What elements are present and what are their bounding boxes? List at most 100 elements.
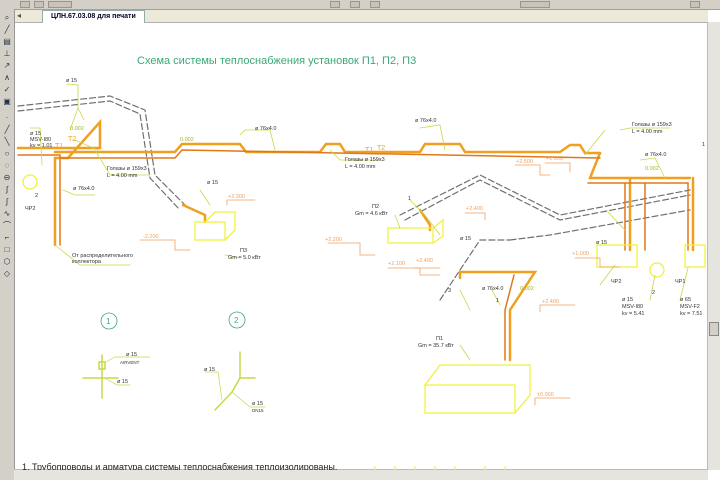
toolbar-button[interactable] <box>350 1 360 8</box>
label: Голазы ø 159x3 <box>107 166 147 172</box>
equipment <box>22 174 706 414</box>
main-toolbar <box>0 0 720 10</box>
label: Голазы ø 159x3 <box>345 157 385 163</box>
label: L = 4.00 mm <box>345 164 376 170</box>
label: kv = 1.01 <box>30 143 52 149</box>
label: T2 <box>68 136 76 143</box>
zoom-tool-icon[interactable]: ⌕ <box>4 13 10 22</box>
label: ø 76x4.0 <box>73 186 94 192</box>
label: +2.600 <box>546 156 563 162</box>
label: MSV-I80 <box>30 137 51 143</box>
curve-tool-icon[interactable]: ∫ <box>5 197 9 206</box>
tab-scroll-left-icon[interactable]: ◂ <box>17 11 22 20</box>
label: ø 76x4.0 <box>482 286 503 292</box>
label: +1.000 <box>572 251 589 257</box>
label: 1 <box>408 196 411 202</box>
toolbar-button[interactable] <box>330 1 340 8</box>
label: ø 15 <box>596 240 607 246</box>
label: kv = 5.41 <box>622 311 644 317</box>
toolbar-button[interactable] <box>34 1 44 8</box>
label: DN15 <box>252 408 264 413</box>
scroll-thumb[interactable] <box>709 322 719 336</box>
label: L = 4.00 mm <box>107 173 138 179</box>
dimension-tool-icon[interactable]: ⊥ <box>3 49 11 58</box>
label: 0.002 <box>645 166 659 172</box>
label: коллектора <box>72 259 102 265</box>
toolbar-combo[interactable] <box>520 1 550 8</box>
label: L = 4.00 mm <box>632 129 663 135</box>
segment-tool-icon[interactable]: ╱ <box>4 125 10 134</box>
wave-tool-icon[interactable]: ∿ <box>3 209 11 218</box>
polygon-tool-icon[interactable]: ⬡ <box>3 257 11 266</box>
tab-document[interactable]: ЦЛН.67.03.08 для печати <box>42 10 145 23</box>
detail-markers <box>100 311 246 330</box>
label: 0.002 <box>520 286 534 292</box>
label: 2 <box>652 290 655 296</box>
label: +2.200 <box>325 237 342 243</box>
label: ЧР2 <box>25 206 35 212</box>
ellipse-tool-icon[interactable]: ⊖ <box>3 173 11 182</box>
toolbar-button[interactable] <box>370 1 380 8</box>
label: ø 65 <box>680 297 691 303</box>
label: AIRVENT <box>120 360 140 365</box>
label: MSV-F2 <box>680 304 700 310</box>
line-tool-icon[interactable]: ╱ <box>4 25 10 34</box>
circle-tool-icon[interactable]: ○ <box>4 149 10 158</box>
point-tool-icon[interactable]: · <box>5 113 9 122</box>
label: ø 15 <box>30 131 41 137</box>
label: От распределительного <box>72 253 133 259</box>
return-pipe <box>17 149 689 361</box>
general-note: 1. Трубопроводы и арматура системы тепло… <box>22 462 337 470</box>
label: +2.400 <box>416 258 433 264</box>
drawing-toolbar: ⌕ ╱ ▤ ⊥ ↗ ∧ ✓ ▣ · ╱ ╲ ○ ◌ ⊖ ʃ ∫ ∿ ⌒ ⌐ □ … <box>0 9 15 480</box>
label: +2.400 <box>466 206 483 212</box>
label: Gm = 4.6 кВт <box>355 211 388 217</box>
horizontal-scrollbar[interactable] <box>14 469 708 480</box>
annotations: ø 15 ø 15 MSV-I80 kv = 1.01 T2 T1 0.002 … <box>25 78 705 413</box>
label: T1 <box>365 147 373 154</box>
label: ø 15 <box>204 367 215 373</box>
label: ø 76x4.0 <box>255 126 276 132</box>
detail-marker-1: 1 <box>106 317 111 326</box>
label: П3 <box>240 248 247 254</box>
label: 0.002 <box>180 137 194 143</box>
title-block <box>374 466 506 470</box>
label: +2.500 <box>516 159 533 165</box>
edit-tool-icon[interactable]: ↗ <box>3 61 11 70</box>
check-tool-icon[interactable]: ✓ <box>3 85 11 94</box>
label: ø 15 <box>460 236 471 242</box>
level-markers <box>139 162 621 406</box>
label: ø 15 <box>207 180 218 186</box>
spline-tool-icon[interactable]: ʃ <box>6 185 8 194</box>
label: Голазы ø 159x3 <box>632 122 672 128</box>
hatch-tool-icon[interactable]: ▤ <box>3 37 11 46</box>
duct-lines <box>17 95 691 301</box>
toolbar-button[interactable] <box>690 1 700 8</box>
label: T1 <box>55 143 63 150</box>
label: ø 15 <box>66 78 77 84</box>
segment2-tool-icon[interactable]: ╲ <box>4 137 10 146</box>
label: Gm = 35.7 кВт <box>418 343 454 349</box>
toolbar-combo[interactable] <box>48 1 72 8</box>
detail-marker-2: 2 <box>234 316 239 325</box>
detail-leaders <box>104 356 266 408</box>
rectangle-tool-icon[interactable]: □ <box>4 245 10 254</box>
page-tool-icon[interactable]: ▣ <box>3 97 11 106</box>
label: MSV-I80 <box>622 304 643 310</box>
label: ЧР2 <box>611 279 621 285</box>
vertical-scrollbar[interactable] <box>707 22 720 470</box>
label: 2 <box>35 193 38 199</box>
polyline-tool-icon[interactable]: ∧ <box>4 73 10 82</box>
eraser-tool-icon[interactable]: ◇ <box>3 269 11 278</box>
label: 1 <box>702 142 705 148</box>
toolbar-button[interactable] <box>20 1 30 8</box>
fillet-tool-icon[interactable]: ⌒ <box>3 221 11 230</box>
drawing-title: Схема системы теплоснабжения установок П… <box>137 55 416 67</box>
label: ø 15 <box>117 379 128 385</box>
label: Gm = 5.0 кВт <box>228 255 261 261</box>
label: T2 <box>377 145 385 152</box>
label: +2.400 <box>542 299 559 305</box>
arc-tool-icon[interactable]: ◌ <box>4 161 10 170</box>
chamfer-tool-icon[interactable]: ⌐ <box>4 233 10 242</box>
drawing-canvas[interactable]: Схема системы теплоснабжения установок П… <box>15 23 708 470</box>
